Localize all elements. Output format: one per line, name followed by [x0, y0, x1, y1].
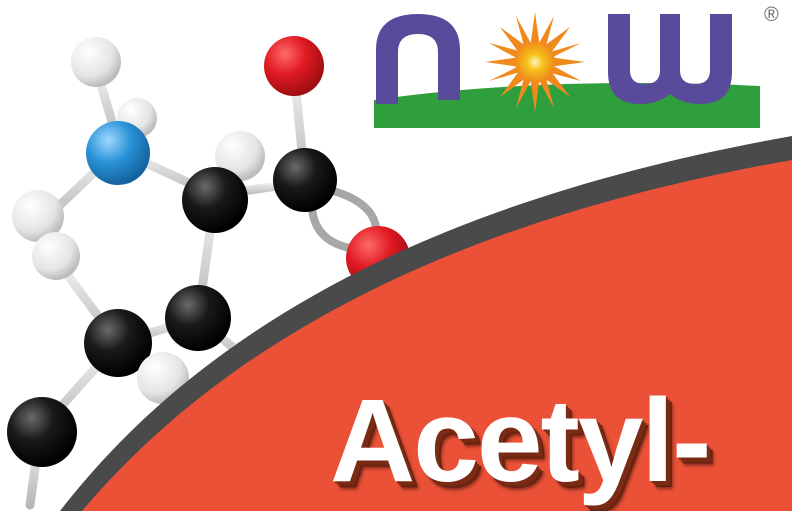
- registered-mark: ®: [764, 4, 779, 26]
- headline-text: Acetyl-: [330, 375, 711, 507]
- red-banner: [82, 160, 792, 511]
- now-logo: [374, 12, 760, 128]
- sun-icon: [485, 12, 585, 112]
